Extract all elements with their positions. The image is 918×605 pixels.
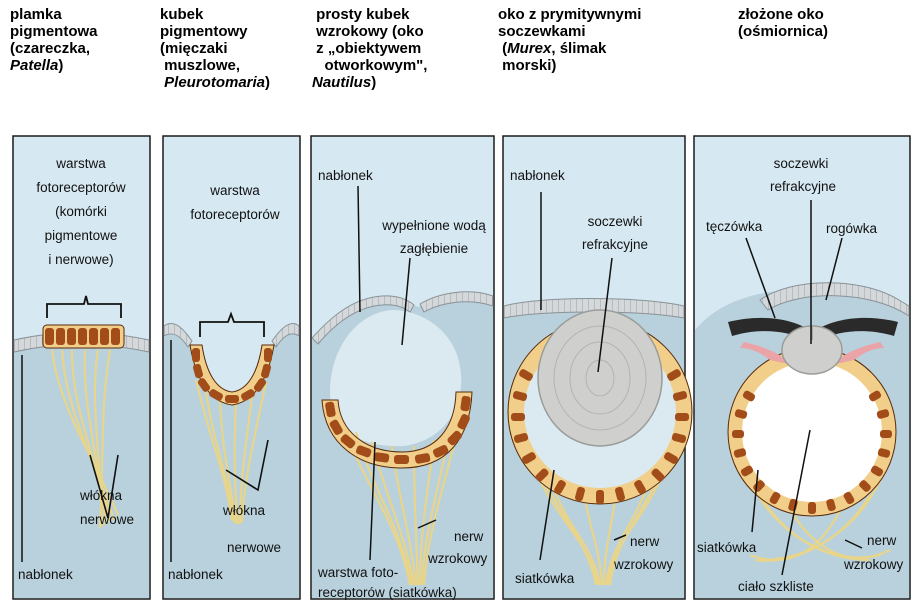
svg-text:nerw: nerw [454,529,484,544]
svg-text:nerw: nerw [630,534,660,549]
svg-text:fotoreceptorów: fotoreceptorów [36,180,126,195]
svg-text:warstwa: warstwa [55,156,106,171]
svg-text:(komórki: (komórki [55,204,107,219]
svg-text:nerwowe: nerwowe [80,512,134,527]
svg-text:włókna: włókna [222,503,266,518]
svg-text:refrakcyjne: refrakcyjne [582,237,648,252]
svg-text:receptorów (siatkówka): receptorów (siatkówka) [318,585,457,600]
svg-text:włókna: włókna [79,488,123,503]
svg-text:refrakcyjne: refrakcyjne [770,179,836,194]
svg-text:siatkówka: siatkówka [697,540,757,555]
svg-text:wzrokowy: wzrokowy [843,557,904,572]
svg-text:nabłonek: nabłonek [168,567,223,582]
svg-text:nerwowe: nerwowe [227,540,281,555]
svg-text:ciało szkliste: ciało szkliste [738,579,814,594]
svg-text:fotoreceptorów: fotoreceptorów [190,207,280,222]
svg-text:nerw: nerw [867,533,897,548]
svg-text:soczewki: soczewki [588,214,643,229]
pigment-spot-illustration [14,296,149,598]
svg-text:zagłębienie: zagłębienie [400,241,468,256]
svg-text:warstwa foto-: warstwa foto- [317,565,398,580]
svg-text:nabłonek: nabłonek [18,567,73,582]
svg-text:warstwa: warstwa [209,183,260,198]
svg-text:rogówka: rogówka [826,221,878,236]
svg-text:nabłonek: nabłonek [510,168,565,183]
svg-text:nabłonek: nabłonek [318,168,373,183]
svg-text:wypełnione wodą: wypełnione wodą [381,218,486,233]
svg-text:siatkówka: siatkówka [515,571,575,586]
svg-text:wzrokowy: wzrokowy [613,557,674,572]
svg-text:i nerwowe): i nerwowe) [48,252,113,267]
svg-text:wzrokowy: wzrokowy [427,551,488,566]
svg-text:pigmentowe: pigmentowe [45,228,118,243]
svg-text:tęczówka: tęczówka [706,219,763,234]
svg-text:soczewki: soczewki [774,156,829,171]
